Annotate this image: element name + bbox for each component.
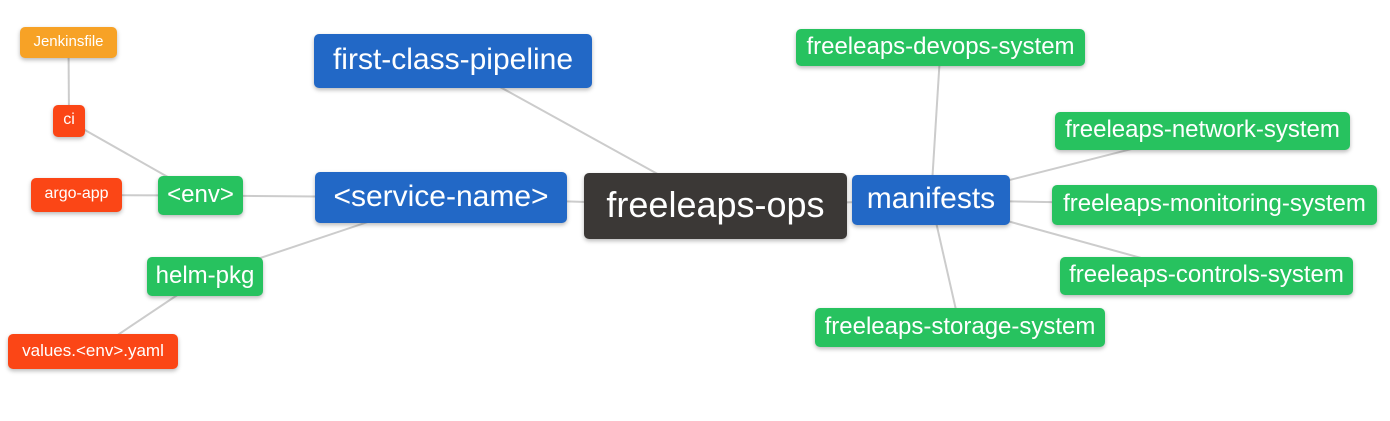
node-label: Jenkinsfile xyxy=(33,33,104,50)
node-label: freeleaps-network-system xyxy=(1065,116,1340,143)
node-label: <env> xyxy=(167,180,234,208)
node-monitoring-system[interactable]: freeleaps-monitoring-system xyxy=(1052,185,1377,225)
node-freeleaps-ops[interactable]: freeleaps-ops xyxy=(584,173,847,239)
node-label: argo-app xyxy=(44,185,109,202)
node-manifests[interactable]: manifests xyxy=(852,175,1010,225)
node-first-class-pipeline[interactable]: first-class-pipeline xyxy=(314,34,592,88)
node-label: <service-name> xyxy=(333,179,549,213)
node-jenkinsfile[interactable]: Jenkinsfile xyxy=(20,27,117,58)
node-label: ci xyxy=(63,111,75,128)
node-label: values.<env>.yaml xyxy=(22,341,164,360)
node-values-env-yaml[interactable]: values.<env>.yaml xyxy=(8,334,178,369)
node-network-system[interactable]: freeleaps-network-system xyxy=(1055,112,1350,150)
node-label: freeleaps-monitoring-system xyxy=(1063,190,1366,217)
edge-manifests-devops-system xyxy=(930,47,942,201)
node-label: freeleaps-ops xyxy=(606,184,825,225)
node-label: freeleaps-controls-system xyxy=(1069,261,1344,288)
node-service-name[interactable]: <service-name> xyxy=(315,172,567,223)
node-devops-system[interactable]: freeleaps-devops-system xyxy=(796,29,1085,66)
node-env[interactable]: <env> xyxy=(158,176,243,215)
node-helm-pkg[interactable]: helm-pkg xyxy=(147,257,263,296)
node-controls-system[interactable]: freeleaps-controls-system xyxy=(1060,257,1353,295)
node-label: freeleaps-storage-system xyxy=(824,312,1096,340)
node-label: freeleaps-devops-system xyxy=(806,32,1075,60)
node-label: helm-pkg xyxy=(155,261,255,289)
node-label: manifests xyxy=(866,182,996,215)
node-label: first-class-pipeline xyxy=(332,43,574,76)
node-storage-system[interactable]: freeleaps-storage-system xyxy=(815,308,1105,347)
node-argo-app[interactable]: argo-app xyxy=(31,178,122,212)
node-ci[interactable]: ci xyxy=(53,105,85,137)
